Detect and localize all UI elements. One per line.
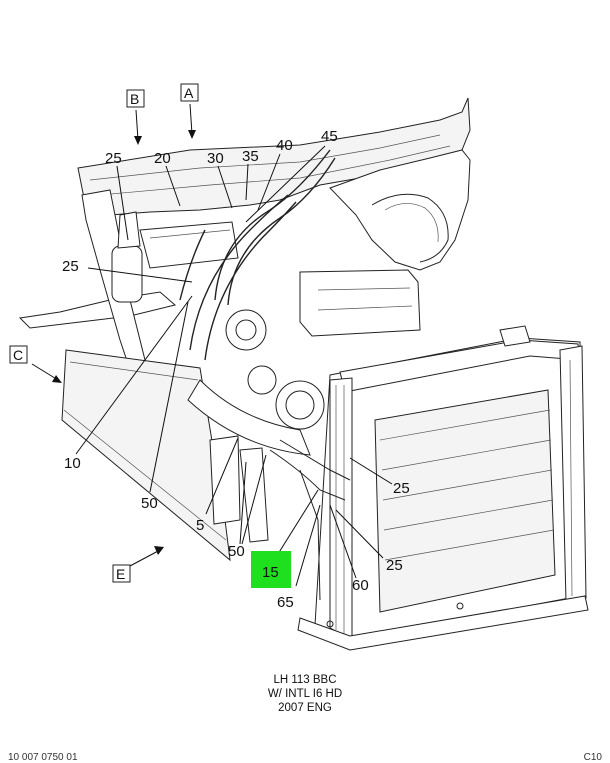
callout-65[interactable]: 65	[277, 594, 294, 611]
view-letter-b: B	[130, 91, 139, 107]
callout-25-left[interactable]: 25	[62, 258, 79, 275]
engine-components	[111, 149, 421, 601]
leader-lines	[75, 145, 393, 587]
callout-15[interactable]: 15	[262, 564, 279, 581]
highlight-box-15[interactable]	[251, 551, 291, 588]
callout-30[interactable]: 30	[207, 150, 224, 167]
radiator-assembly	[297, 325, 589, 651]
callout-20[interactable]: 20	[154, 150, 171, 167]
callout-60[interactable]: 60	[352, 577, 369, 594]
callout-40[interactable]: 40	[276, 137, 293, 154]
footer-page-code: C10	[583, 752, 602, 763]
caption-line-1: LH 113 BBC	[273, 674, 337, 686]
caption-line-2: W/ INTL I6 HD	[267, 688, 343, 700]
caption-line-3: 2007 ENG	[278, 702, 332, 714]
callout-50-bottom[interactable]: 50	[228, 543, 245, 560]
view-arrows	[31, 103, 196, 567]
callout-25-right[interactable]: 25	[393, 480, 410, 497]
callout-35[interactable]: 35	[242, 148, 259, 165]
view-label-b: B	[126, 89, 145, 108]
callout-25-right-lower[interactable]: 25	[386, 557, 403, 574]
view-label-c: C	[9, 345, 28, 364]
callout-5[interactable]: 5	[196, 517, 204, 534]
view-letter-e: E	[116, 566, 125, 582]
callout-25-top[interactable]: 25	[105, 150, 122, 167]
view-label-e: E	[112, 564, 131, 583]
view-letter-a: A	[184, 85, 194, 101]
view-label-a: A	[180, 83, 199, 102]
callout-10[interactable]: 10	[64, 455, 81, 472]
side-panel	[61, 349, 231, 562]
footer-document-number: 10 007 0750 01	[8, 752, 78, 763]
callout-45[interactable]: 45	[321, 128, 338, 145]
view-letter-c: C	[13, 347, 23, 363]
callout-50-left[interactable]: 50	[141, 495, 158, 512]
